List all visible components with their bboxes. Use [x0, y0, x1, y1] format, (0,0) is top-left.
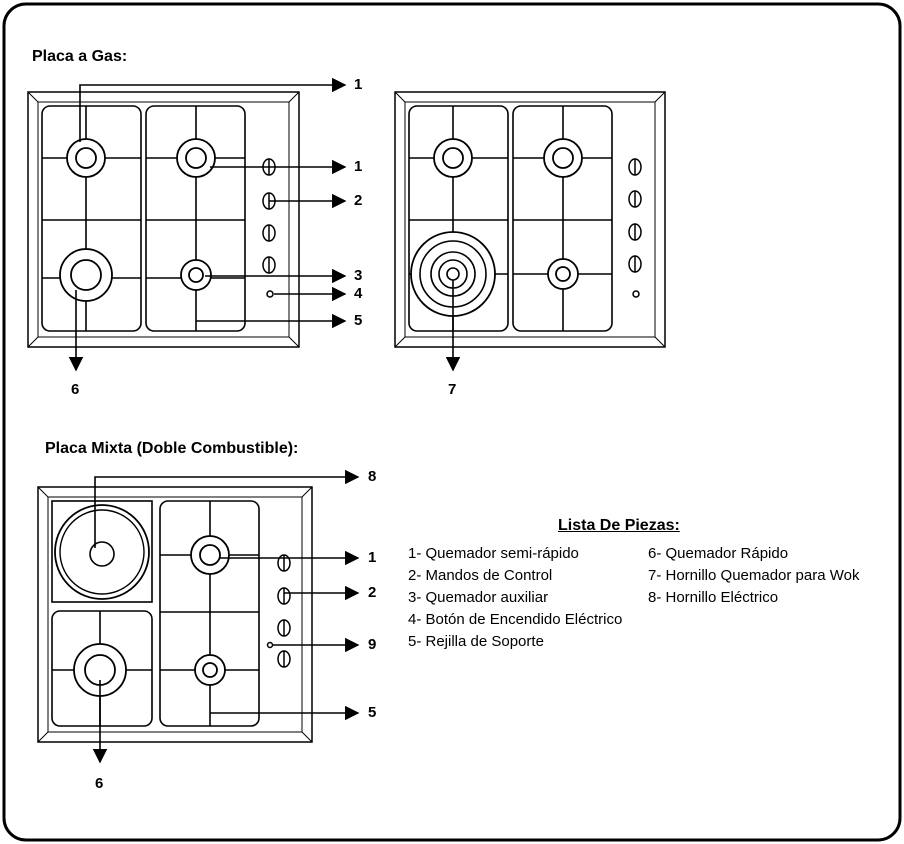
mixed-cooktop	[37, 486, 313, 743]
legend-column-left: 1- Quemador semi-rápido 2- Mandos de Con…	[408, 543, 622, 653]
callout-gas-3: 3	[354, 267, 363, 284]
legend-item: 8- Hornillo Eléctrico	[648, 589, 779, 606]
legend-item: 5- Rejilla de Soporte	[408, 633, 544, 650]
legend-item: 4- Botón de Encendido Eléctrico	[408, 611, 623, 628]
control-knobs	[262, 158, 276, 274]
mixed-section-title: Placa Mixta (Doble Combustible):	[45, 440, 299, 457]
legend-item: 1- Quemador semi-rápido	[408, 545, 579, 562]
callout-mix-9: 9	[368, 636, 377, 653]
callout-gas-2: 2	[354, 192, 363, 209]
callout-mix-1: 1	[368, 549, 377, 566]
callout-gas-6: 6	[71, 381, 80, 398]
callout-gas-1b: 1	[354, 158, 363, 175]
callout-gas-4: 4	[354, 285, 363, 302]
callout-mix-5: 5	[368, 704, 377, 721]
callout-gas-1a: 1	[354, 76, 363, 93]
callout-mix-6: 6	[95, 775, 104, 792]
legend-column-right: 6- Quemador Rápido 7- Hornillo Quemador …	[648, 543, 859, 609]
electric-hotplate	[54, 504, 150, 600]
legend-item: 7- Hornillo Quemador para Wok	[648, 567, 860, 584]
legend-title: Lista De Piezas:	[558, 517, 680, 534]
semi-rapid-burner-1	[66, 138, 106, 178]
legend-item: 2- Mandos de Control	[408, 567, 553, 584]
ignition-button	[266, 290, 274, 298]
gas-wok-cooktop	[394, 91, 666, 348]
legend-item: 6- Quemador Rápido	[648, 545, 789, 562]
callout-gas-5: 5	[354, 312, 363, 329]
callout-mix-8: 8	[368, 468, 377, 485]
legend-item: 3- Quemador auxiliar	[408, 589, 549, 606]
semi-rapid-burner-2	[176, 138, 216, 178]
callout-mix-2: 2	[368, 584, 377, 601]
gas-section-title: Placa a Gas:	[32, 48, 128, 65]
callout-wok-7: 7	[448, 381, 457, 398]
gas-cooktop	[27, 91, 300, 348]
auxiliary-burner	[180, 259, 212, 291]
rapid-burner	[59, 248, 113, 302]
